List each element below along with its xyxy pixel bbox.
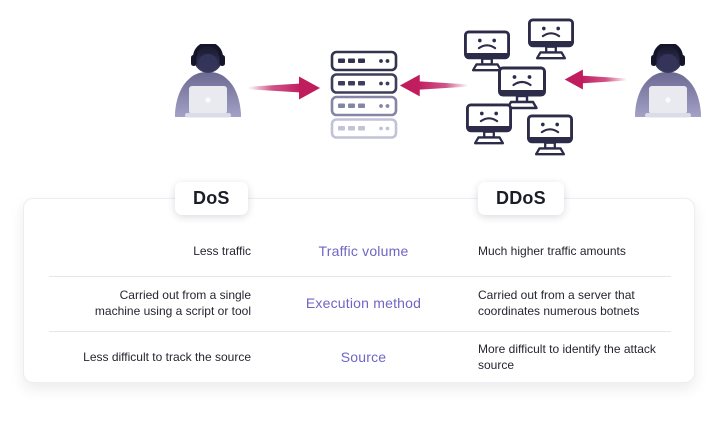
table-row-traffic-volume: Less traffic Traffic volume Much higher … <box>24 199 696 276</box>
ddos-traffic-volume-value: Much higher traffic amounts <box>478 243 626 258</box>
dos-execution-method-text: Carried out from a single machine using … <box>94 287 251 318</box>
row-divider <box>49 331 671 332</box>
attack-arrow-right-icon <box>248 76 320 100</box>
sad-monitor-icon <box>528 18 574 60</box>
ddos-source-value: More difficult to identify the attack so… <box>471 342 696 374</box>
sad-monitor-icon <box>464 30 510 72</box>
sad-monitor-icon <box>527 114 573 156</box>
ddos-source-text: More difficult to identify the attack so… <box>478 341 656 372</box>
row-label-source: Source <box>340 349 387 366</box>
ddos-execution-method-text: Carried out from a server that coordinat… <box>478 287 640 318</box>
row-label-execution-method: Execution method <box>305 295 422 312</box>
sad-monitor-icon <box>498 66 546 110</box>
dos-header-label: DoS <box>193 188 230 208</box>
hacker-at-laptop-icon <box>175 44 241 118</box>
dos-execution-method-value: Carried out from a single machine using … <box>24 288 256 320</box>
ddos-execution-method-value: Carried out from a server that coordinat… <box>471 288 696 320</box>
comparison-table-card: Less traffic Traffic volume Much higher … <box>23 198 695 383</box>
sad-monitor-icon <box>466 103 512 145</box>
attack-arrow-left-icon <box>564 69 627 90</box>
row-divider <box>49 276 671 277</box>
hacker-at-laptop-icon <box>635 44 701 118</box>
dos-source-value: Less difficult to track the source <box>83 349 251 364</box>
dos-column-header: DoS <box>175 182 248 215</box>
dos-traffic-volume-value: Less traffic <box>193 243 251 258</box>
server-rack-icon <box>330 50 398 139</box>
table-row-execution-method: Carried out from a single machine using … <box>24 276 696 331</box>
ddos-column-header: DDoS <box>478 182 564 215</box>
attack-arrow-left-icon <box>399 74 468 97</box>
ddos-header-label: DDoS <box>496 188 546 208</box>
row-label-traffic-volume: Traffic volume <box>318 243 409 260</box>
table-row-source: Less difficult to track the source Sourc… <box>24 331 696 384</box>
